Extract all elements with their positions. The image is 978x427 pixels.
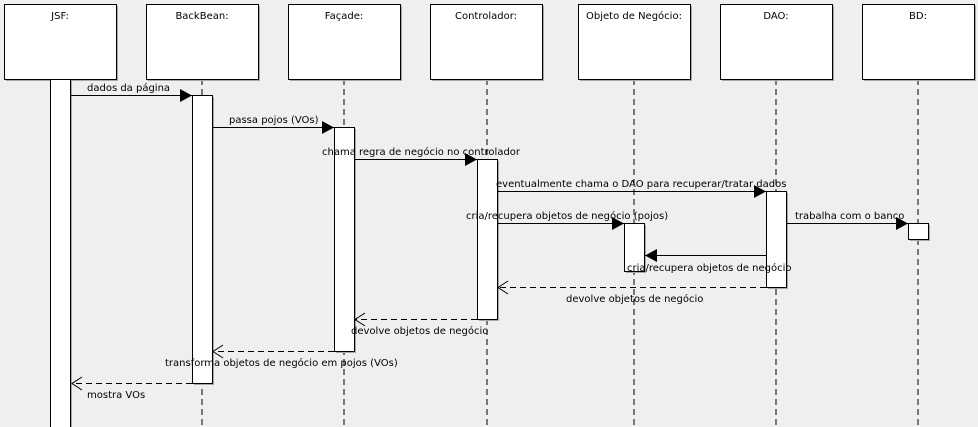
message-call-1[interactable]: dados da página	[71, 82, 192, 102]
arrowhead-filled-icon	[612, 217, 624, 230]
message-label: cria/recupera objetos de negócio (pojos)	[466, 210, 668, 222]
lifeline-head-box[interactable]	[430, 4, 543, 80]
message-label: chama regra de negócio no controlador	[322, 146, 521, 158]
message-label: transforma objetos de negócio em pojos (…	[165, 357, 398, 369]
lifeline-head-box[interactable]	[578, 4, 691, 80]
message-return-11[interactable]: mostra VOs	[71, 376, 192, 401]
lifeline-jsf: JSF:	[4, 4, 118, 427]
lifeline-label: Façade:	[325, 11, 363, 22]
activation-bar-dao[interactable]	[766, 191, 787, 288]
activation-bar-backbean[interactable]	[192, 95, 213, 384]
lifeline-head-box[interactable]	[720, 4, 833, 80]
lifeline-label: BackBean:	[175, 11, 228, 22]
message-label: eventualmente chama o DAO para recuperar…	[496, 179, 786, 190]
activation-bar-objeto[interactable]	[624, 223, 645, 272]
lifeline-label: Objeto de Negócio:	[586, 10, 682, 22]
arrowhead-filled-icon	[645, 249, 657, 262]
arrowhead-open-icon	[354, 312, 366, 327]
message-call-7[interactable]: cria/recupera objetos de negócio	[627, 249, 792, 274]
message-label: trabalha com o banco	[795, 211, 904, 222]
lifeline-facade: Façade:	[288, 4, 402, 427]
message-call-6[interactable]: trabalha com o banco	[787, 211, 908, 230]
message-label: cria/recupera objetos de negócio	[627, 262, 792, 274]
arrowhead-filled-icon	[754, 185, 766, 198]
lifeline-head-box[interactable]	[288, 4, 401, 80]
activation-bar-jsf[interactable]	[50, 79, 71, 427]
arrowhead-open-icon	[212, 344, 224, 359]
arrowhead-filled-icon	[896, 217, 908, 230]
activation-bar-controlador[interactable]	[477, 159, 498, 320]
message-return-9[interactable]: devolve objetos de negócio	[351, 312, 488, 337]
lifelines: JSF: BackBean: Façade: Controlador: Objeto d…	[4, 4, 976, 427]
lifeline-label: JSF:	[50, 11, 69, 22]
activation-bar-bd[interactable]	[908, 223, 929, 240]
arrowhead-filled-icon	[322, 121, 334, 134]
lifeline-head-box[interactable]	[4, 4, 117, 80]
lifeline-backbean: BackBean:	[146, 4, 260, 427]
lifeline-label: BD:	[909, 11, 927, 22]
message-label: devolve objetos de negócio	[566, 293, 703, 305]
message-label: mostra VOs	[87, 390, 145, 401]
lifeline-label: Controlador:	[455, 11, 517, 22]
message-label: passa pojos (VOs)	[229, 115, 319, 126]
arrowhead-filled-icon	[465, 153, 477, 166]
activation-bar-facade[interactable]	[334, 127, 355, 352]
lifeline-label: DAO:	[763, 11, 788, 22]
activations	[50, 79, 930, 427]
lifeline-controlador: Controlador:	[430, 4, 544, 427]
lifeline-head-box[interactable]	[146, 4, 259, 80]
lifeline-head-box[interactable]	[862, 4, 975, 80]
message-call-2[interactable]: passa pojos (VOs)	[213, 115, 334, 134]
message-call-3[interactable]: chama regra de negócio no controlador	[322, 146, 521, 166]
message-label: devolve objetos de negócio	[351, 325, 488, 337]
lifeline-bd: BD:	[862, 4, 976, 427]
arrowhead-open-icon	[71, 376, 83, 391]
lifeline-objeto: Objeto de Negócio:	[578, 4, 692, 427]
message-call-4[interactable]: eventualmente chama o DAO para recuperar…	[496, 179, 786, 198]
message-return-10[interactable]: transforma objetos de negócio em pojos (…	[165, 344, 398, 369]
message-call-5[interactable]: cria/recupera objetos de negócio (pojos)	[466, 210, 668, 230]
arrowhead-filled-icon	[180, 89, 192, 102]
message-return-8[interactable]: devolve objetos de negócio	[497, 280, 766, 305]
message-label: dados da página	[87, 82, 170, 94]
arrowhead-open-icon	[497, 280, 509, 295]
messages: dados da página passa pojos (VOs) chama re…	[71, 82, 908, 401]
lifeline-dao: DAO:	[720, 4, 834, 427]
